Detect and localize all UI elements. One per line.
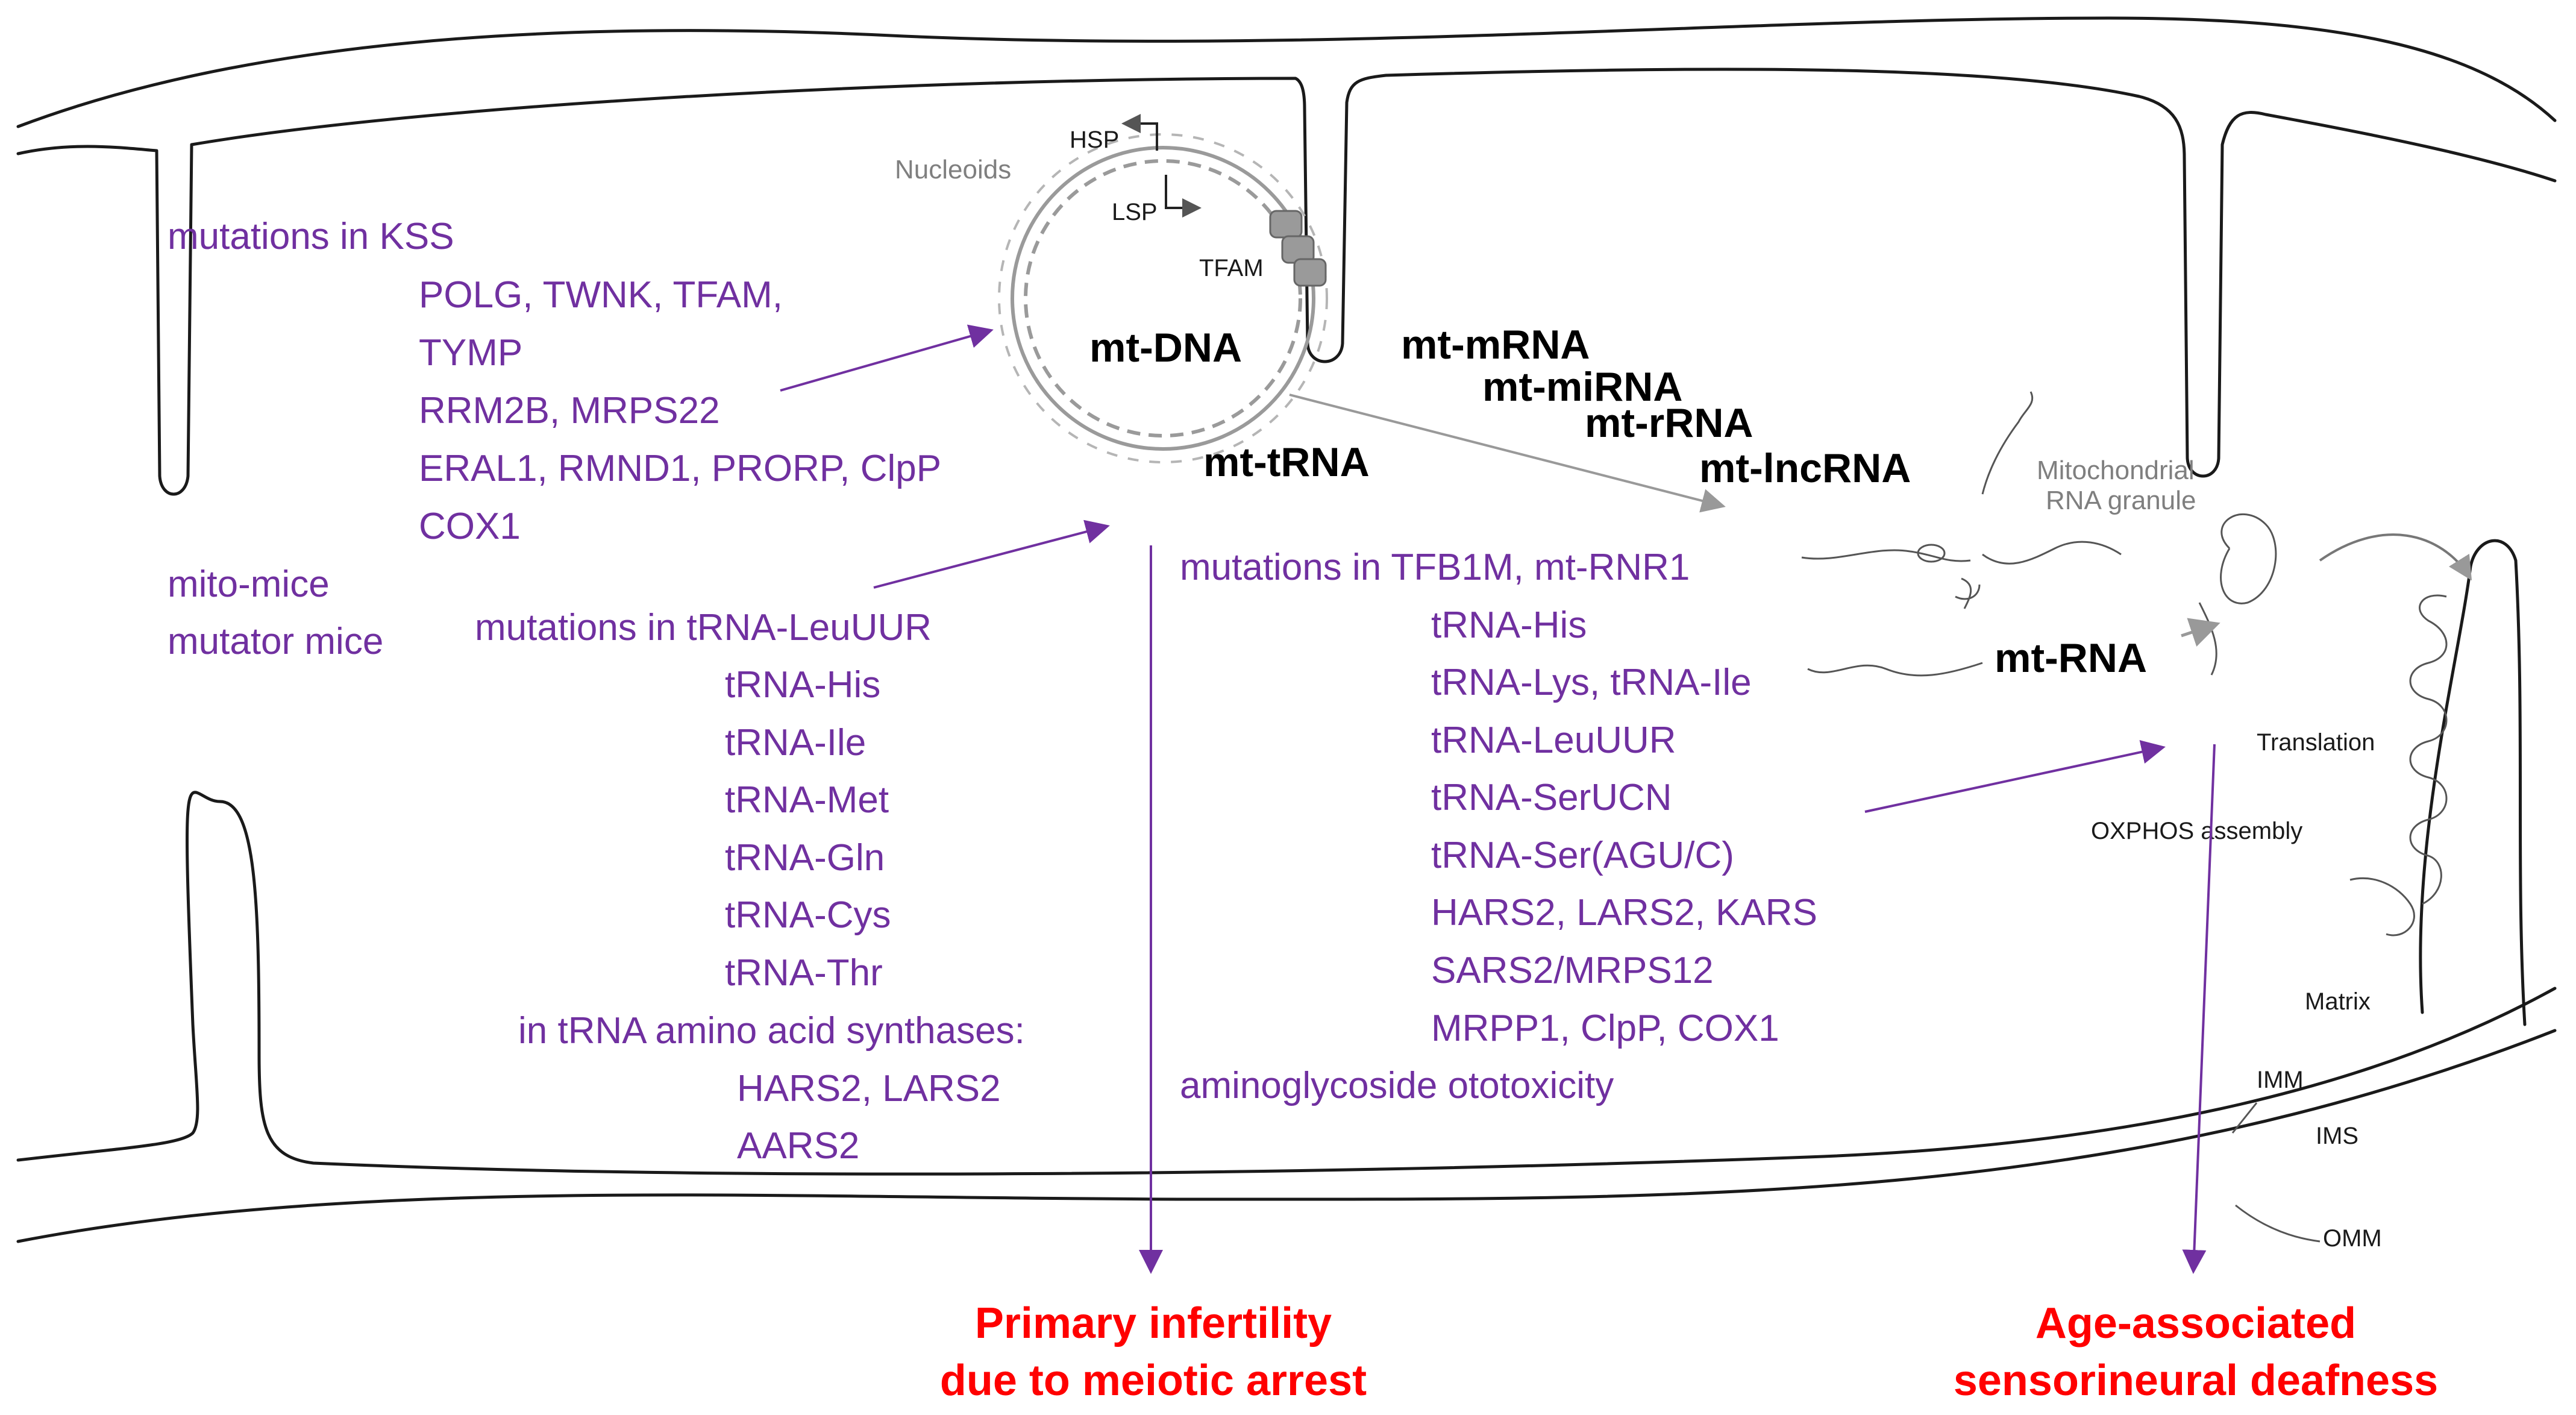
ims-label: IMS [2316,1123,2358,1149]
infertility-line1: Primary infertility [975,1299,1332,1348]
deafness-item: MRPP1, ClpP, COX1 [1431,1008,1779,1049]
cristae-details [2349,594,2448,937]
to-deafness-arrow [2182,744,2216,1274]
deafness-item: SARS2/MRPS12 [1431,950,1714,991]
mt-rrna-label: mt-rRNA [1585,400,1753,446]
matrix-label: Matrix [2305,988,2371,1015]
mt-mrna-label: mt-mRNA [1401,322,1590,368]
trna-item: tRNA-His [725,664,880,706]
dna-gene-line: ERAL1, RMND1, PRORP, ClpP [419,448,941,489]
dna-gene-line: COX1 [419,506,521,547]
kss-heading: mutations in KSS [168,216,454,257]
promoter-arrows [1121,114,1202,218]
outer-membrane [16,16,2557,1243]
synthase-heading: in tRNA amino acid synthases: [518,1010,1025,1052]
oxphos-label: OXPHOS assembly [2091,818,2302,844]
dna-gene-line: TYMP [419,332,522,374]
mtdna-circle [998,133,1328,463]
deafness-item: tRNA-LeuUUR [1431,720,1676,761]
mt-trna-label: mt-tRNA [1203,439,1370,485]
dna-gene-line: POLG, TWNK, TFAM, [419,274,783,316]
mt-mirna-label: mt-miRNA [1482,364,1682,410]
deafness-item: tRNA-Lys, tRNA-Ile [1431,662,1752,703]
mouse-model-line: mutator mice [168,621,383,662]
aminoglycoside-line: aminoglycoside ototoxicity [1180,1065,1614,1106]
granule-line2: RNA granule [2046,486,2196,515]
deafness-heading: mutations in TFB1M, mt-RNR1 [1180,547,1690,588]
deafness-item: tRNA-His [1431,604,1587,646]
mouse-model-line: mito-mice [168,563,330,605]
mt-rna-label: mt-RNA [1995,635,2147,681]
granule-line1: Mitochondrial [2037,456,2195,485]
trna-item: tRNA-Cys [725,894,891,936]
synthase-item: AARS2 [737,1125,859,1167]
deafness-line1: Age-associated [2035,1299,2356,1348]
deafness-mutations-block: mutations in TFB1M, mt-RNR1 tRNA-His tRN… [1180,547,1817,1106]
mtdna-to-rna-arrow [1289,394,1726,513]
trna-to-mttrna-arrow [873,519,1110,589]
trna-item: tRNA-Gln [725,837,885,879]
omm-label: OMM [2323,1225,2382,1252]
trna-item: tRNA-Met [725,779,889,821]
kss-to-mtdna-arrow [780,324,994,392]
tfam-label: TFAM [1199,255,1264,281]
imm-pointer [2231,1102,2258,1134]
trna-item: tRNA-Ile [725,722,866,764]
omm-pointer [2235,1204,2321,1243]
deafness-item: tRNA-SerUCN [1431,777,1672,818]
translation-label: Translation [2257,729,2375,756]
deafness-item: tRNA-Ser(AGU/C) [1431,835,1734,876]
imm-label: IMM [2257,1067,2304,1093]
mt-lncrna-label: mt-lncRNA [1699,445,1911,491]
trna-mutations-block: mutations in tRNA-LeuUUR tRNA-His tRNA-I… [475,607,1025,1167]
infertility-line2: due to meiotic arrest [940,1357,1367,1405]
synthase-item: HARS2, LARS2 [737,1068,1001,1109]
deafness-to-translation-arrow [1864,740,2166,813]
dna-mutations-block: mutations in KSS POLG, TWNK, TFAM, TYMP … [168,216,941,662]
trna-heading: mutations in tRNA-LeuUUR [475,607,932,648]
hsp-label: HSP [1070,127,1119,153]
deafness-item: HARS2, LARS2, KARS [1431,892,1817,933]
mtdna-label: mt-DNA [1089,325,1242,371]
nucleoids-label: Nucleoids [895,155,1011,184]
tfam-proteins [1269,210,1327,287]
inner-membrane [16,67,2557,1176]
trna-item: tRNA-Thr [725,952,883,994]
deafness-line2: sensorineural deafness [1954,1357,2438,1405]
rna-granule-illustration [1801,391,2472,677]
dna-gene-line: RRM2B, MRPS22 [419,390,720,431]
lsp-label: LSP [1112,199,1158,225]
